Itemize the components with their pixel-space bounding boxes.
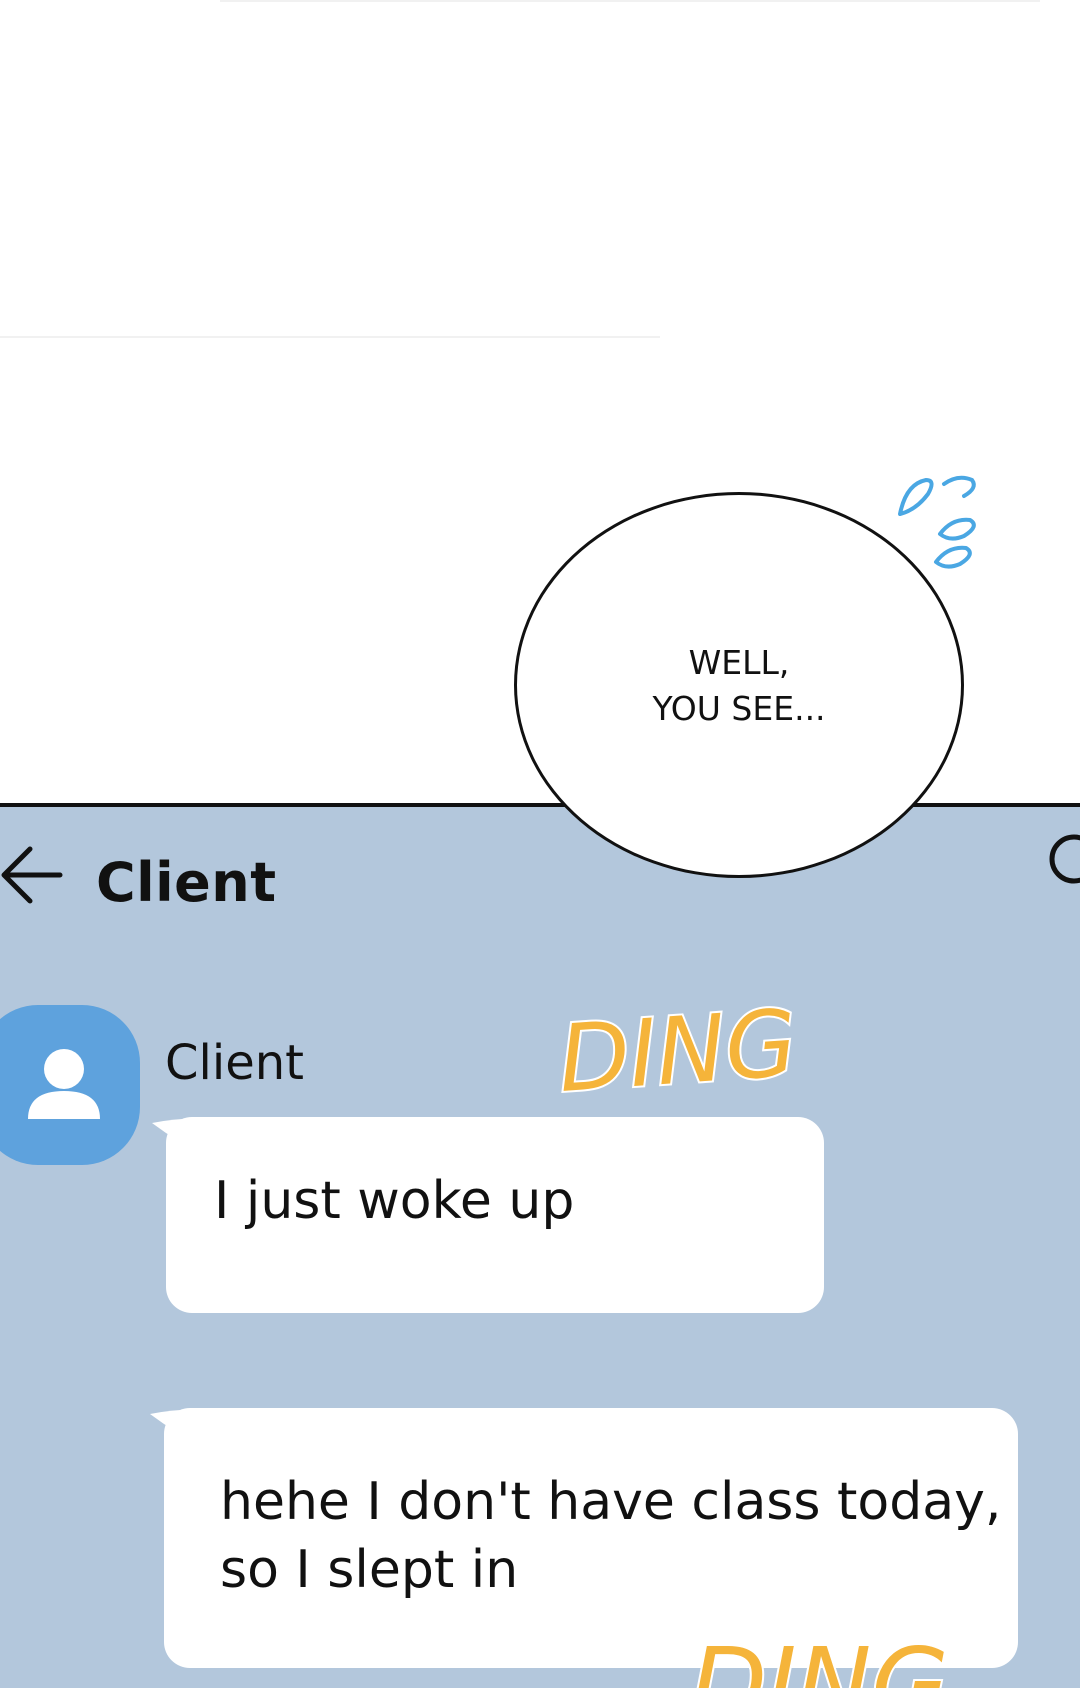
sender-name: Client xyxy=(165,1035,304,1091)
speech-bubble xyxy=(514,492,964,878)
ding-text-partial: DING xyxy=(690,1626,949,1688)
speech-bubble-text: WELL, YOU SEE... xyxy=(652,643,826,728)
chat-screen: Client Client I just woke up hehe I don'… xyxy=(0,803,1080,1688)
panel-edge-line xyxy=(220,0,1040,2)
chat-header-title: Client xyxy=(96,851,277,914)
ding-text: DING xyxy=(555,990,795,1113)
ding-sound-effect: DING xyxy=(555,988,795,1115)
arrow-left-icon[interactable] xyxy=(0,843,64,907)
message-text: hehe I don't have class today, so I slep… xyxy=(220,1472,1002,1600)
message-text: I just woke up xyxy=(214,1171,575,1231)
message-bubble: I just woke up xyxy=(166,1117,824,1313)
sweat-drops-icon xyxy=(898,475,976,569)
user-icon xyxy=(28,1049,100,1119)
ding-sound-effect-partial: DING xyxy=(690,1624,950,1688)
avatar[interactable] xyxy=(0,1005,140,1165)
panel-edge-line xyxy=(0,336,660,338)
message-bubble: hehe I don't have class today, so I slep… xyxy=(164,1408,1018,1668)
circle-icon[interactable] xyxy=(1044,829,1080,889)
